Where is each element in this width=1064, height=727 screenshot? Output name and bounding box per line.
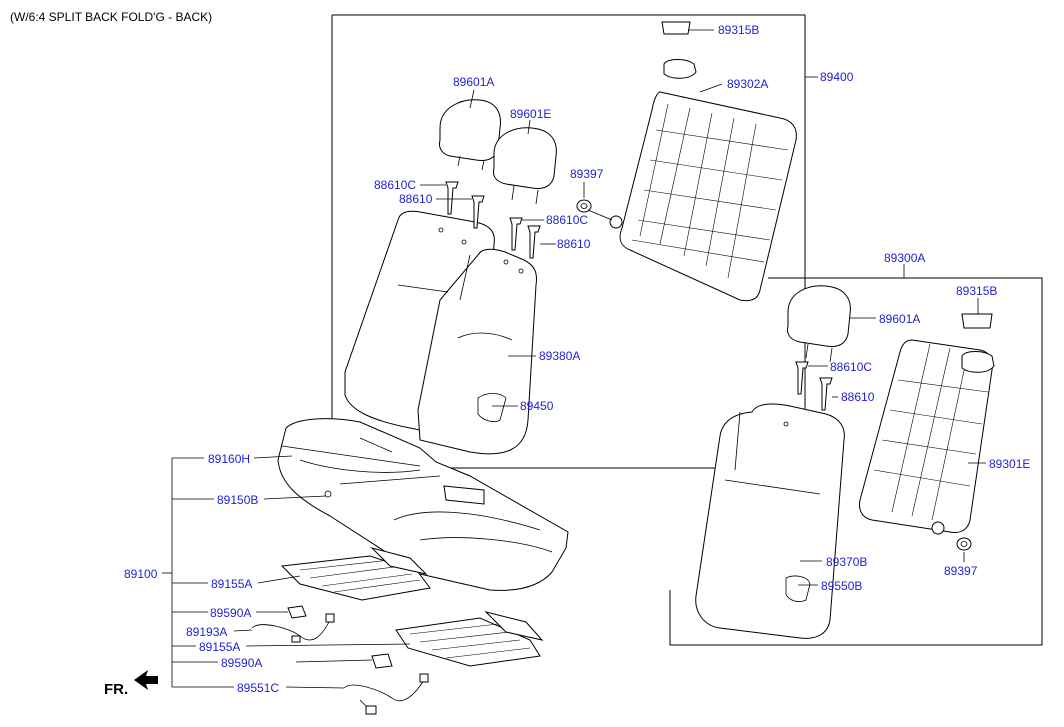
label-89551c[interactable]: 89551C [237, 681, 279, 695]
module-89590a-a [287, 605, 307, 619]
seat-back-cover-large [344, 210, 537, 455]
label-89315b-b[interactable]: 89315B [956, 284, 997, 298]
label-89150b[interactable]: 89150B [217, 493, 258, 507]
label-89400[interactable]: 89400 [820, 70, 854, 84]
label-89160h[interactable]: 89160H [208, 452, 250, 466]
label-89300a[interactable]: 89300A [884, 251, 925, 265]
label-89370b[interactable]: 89370B [826, 555, 867, 569]
seat-back-frame-89301e [859, 313, 995, 535]
headrest-89601e [493, 127, 557, 205]
label-89100[interactable]: 89100 [124, 567, 158, 581]
label-89601e[interactable]: 89601E [510, 107, 551, 121]
headrest-89601a-large-back [439, 99, 501, 171]
label-89397-a[interactable]: 89397 [570, 167, 604, 181]
module-89590a-b [371, 653, 393, 669]
label-88610-c[interactable]: 88610 [841, 390, 875, 404]
heater-mat-89155a-b [395, 611, 544, 667]
headrest-guide-pins-small [795, 361, 833, 411]
label-89590a-b[interactable]: 89590A [221, 656, 262, 670]
seat-back-frame-89302a [609, 21, 797, 302]
headrest-89601a-small-back [787, 285, 851, 363]
leader-lines [162, 29, 986, 689]
label-89380a[interactable]: 89380A [539, 349, 580, 363]
box-89300A [669, 277, 1043, 646]
label-89550b[interactable]: 89550B [821, 579, 862, 593]
wiring-89551c [343, 673, 429, 715]
headrest-guide-pins [445, 181, 541, 259]
label-88610c-b[interactable]: 88610C [546, 213, 588, 227]
label-89301e[interactable]: 89301E [989, 457, 1030, 471]
seat-cushion [277, 418, 569, 591]
label-88610-b[interactable]: 88610 [557, 237, 591, 251]
label-89450[interactable]: 89450 [520, 399, 554, 413]
label-89601a-b[interactable]: 89601A [879, 312, 920, 326]
label-89193a[interactable]: 89193A [186, 625, 227, 639]
label-89601a-a[interactable]: 89601A [453, 75, 494, 89]
label-89590a-a[interactable]: 89590A [210, 606, 251, 620]
heater-mat-89155a-a [280, 547, 431, 601]
label-89397-b[interactable]: 89397 [944, 564, 978, 578]
wiring-89193a [251, 613, 335, 643]
label-89315b-a[interactable]: 89315B [718, 23, 759, 37]
label-88610c-a[interactable]: 88610C [374, 178, 416, 192]
label-89302a[interactable]: 89302A [727, 77, 768, 91]
bush-89397-a [576, 199, 592, 213]
label-89155a-a[interactable]: 89155A [211, 577, 252, 591]
bush-89397-b [956, 537, 972, 551]
diagram-caption: (W/6:4 SPLIT BACK FOLD'G - BACK) [10, 10, 213, 24]
front-label: FR. [104, 681, 128, 698]
label-89155a-b[interactable]: 89155A [199, 640, 240, 654]
label-88610c-c[interactable]: 88610C [830, 360, 872, 374]
front-direction-arrow [134, 670, 158, 690]
seat-back-cover-small [695, 403, 845, 639]
label-88610-a[interactable]: 88610 [399, 192, 433, 206]
